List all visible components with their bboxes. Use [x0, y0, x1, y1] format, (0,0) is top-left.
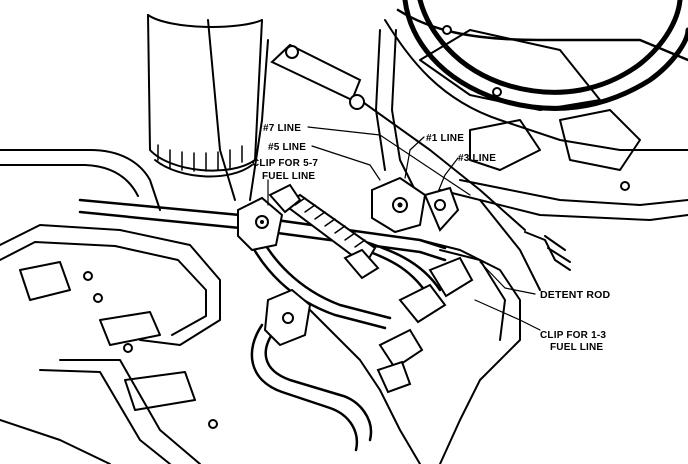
- leader-line3: [437, 157, 459, 193]
- label-line7: #7 LINE: [263, 123, 301, 134]
- labels: #7 LINE #5 LINE CLIP FOR 5-7 FUEL LINE #…: [252, 123, 610, 353]
- label-line3: #3 LINE: [458, 153, 496, 164]
- lower-clip: [263, 256, 474, 394]
- leader-lines: [267, 126, 541, 331]
- clip-5-7: [237, 183, 302, 252]
- leader-line1: [404, 136, 425, 179]
- leader-line5: [311, 145, 381, 181]
- leader-detent: [479, 261, 536, 295]
- detent-rod-end: [524, 231, 571, 271]
- engine-structure: [299, 29, 541, 464]
- left-body-panels: [0, 149, 221, 464]
- upper-bracket: [270, 43, 365, 110]
- label-clip57-a: CLIP FOR 5-7: [252, 158, 318, 169]
- injector: [283, 193, 380, 280]
- upper-right-cover: [384, 0, 688, 221]
- label-line5: #5 LINE: [268, 142, 306, 153]
- leader-clip13: [474, 299, 541, 331]
- leader-line7: [307, 126, 471, 196]
- oil-filter: [147, 14, 263, 178]
- label-clip13-b: FUEL LINE: [550, 342, 603, 353]
- label-clip13-a: CLIP FOR 1-3: [540, 330, 606, 341]
- label-detent-rod: DETENT ROD: [540, 289, 610, 301]
- clip-1-3: [371, 176, 460, 234]
- label-clip57-b: FUEL LINE: [262, 171, 315, 182]
- label-line1: #1 LINE: [426, 133, 464, 144]
